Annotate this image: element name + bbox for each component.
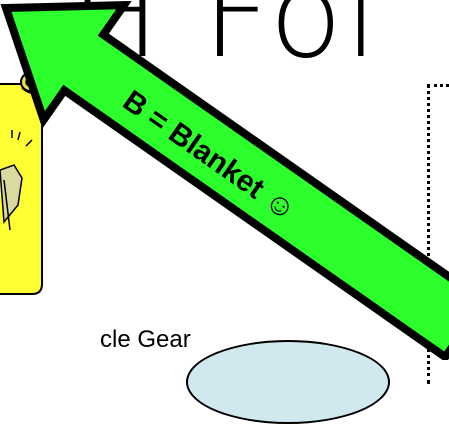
green-arrow: B = Blanket ☺ (0, 0, 449, 360)
